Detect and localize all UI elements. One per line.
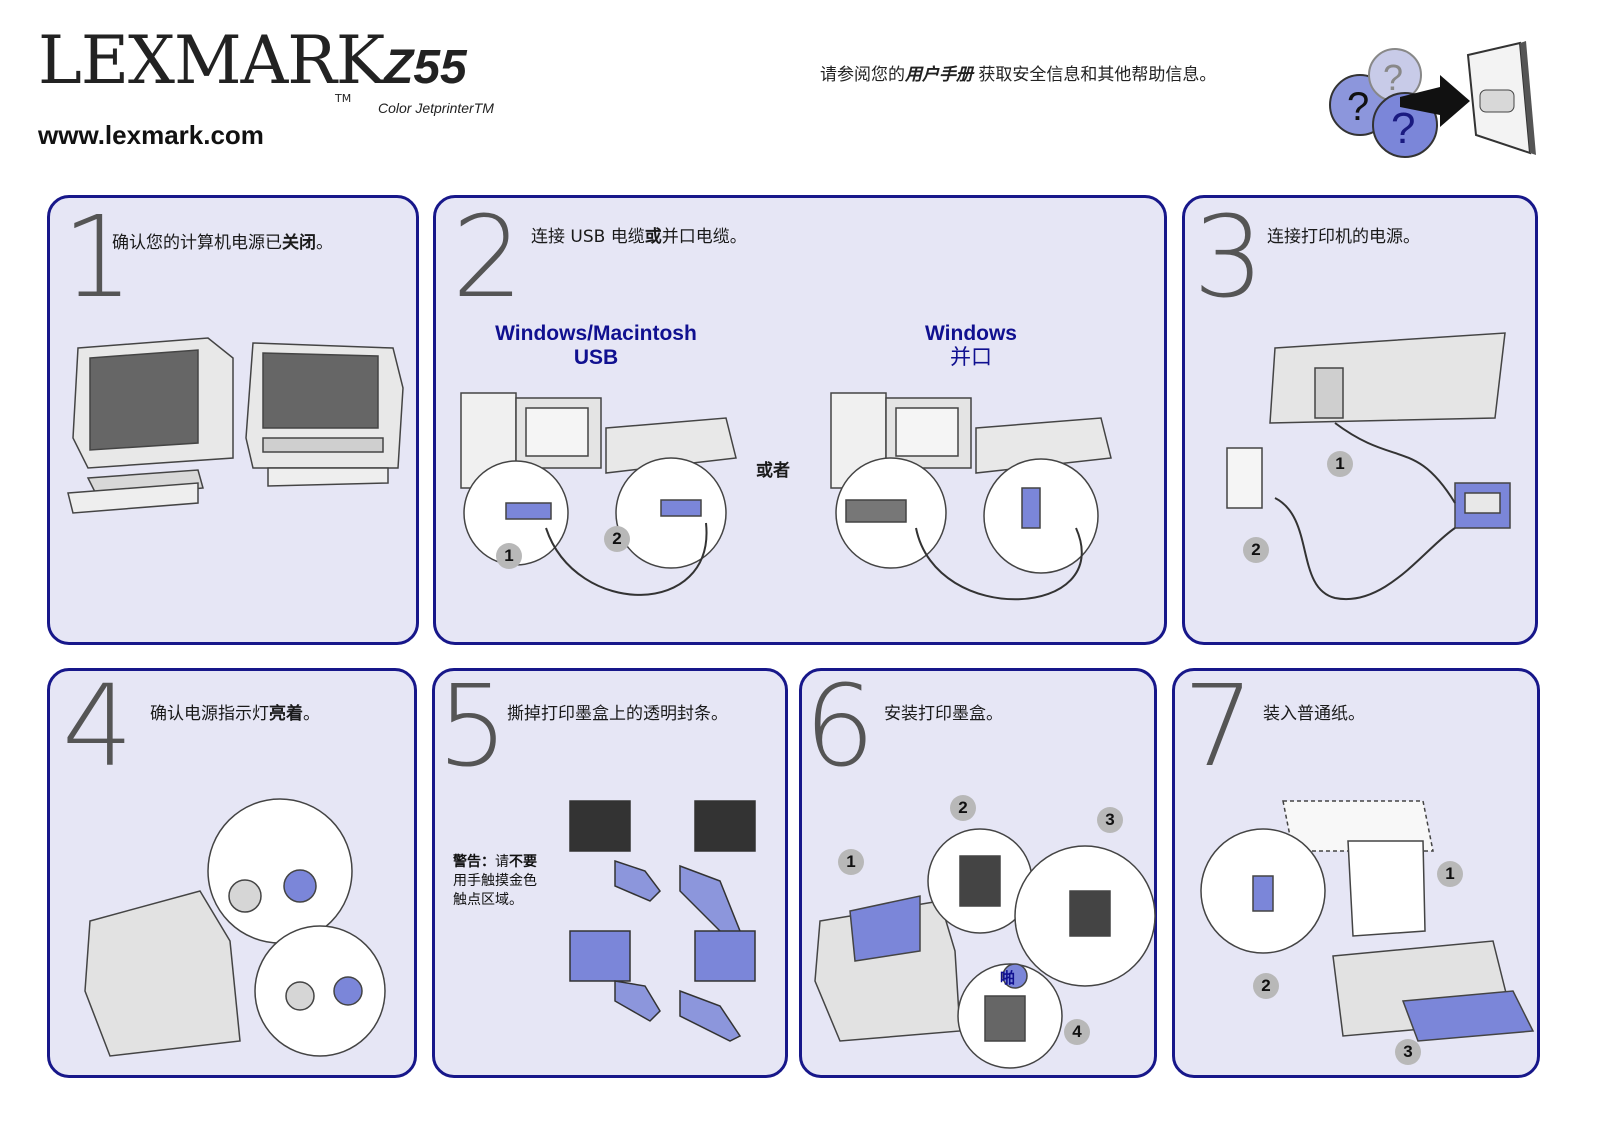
- callout-2: 2: [1253, 973, 1279, 999]
- step-2-panel: 2 连接 USB 电缆或并口电缆。 Windows/Macintosh USB …: [433, 195, 1167, 645]
- ink-cartridge-icon: [569, 800, 756, 1042]
- callout-2: 2: [604, 526, 630, 552]
- step-number: 4: [62, 662, 134, 792]
- step-instruction: 确认电源指示灯亮着。: [150, 699, 320, 724]
- step-number: 3: [1193, 193, 1265, 323]
- step-number: 6: [804, 662, 876, 792]
- instruction-end: 并口电缆。: [661, 227, 747, 247]
- power-adapter-icon: [1226, 332, 1511, 601]
- step-1-panel: 1 确认您的计算机电源已关闭。: [47, 195, 419, 645]
- callout-1: 1: [1327, 451, 1353, 477]
- instruction-text: 确认电源指示灯: [150, 704, 269, 724]
- brand-logo: LEXMARK: [38, 22, 385, 99]
- step-instruction: 连接打印机的电源。: [1267, 227, 1420, 247]
- callout-4: 4: [1064, 1019, 1090, 1045]
- step-instruction: 确认您的计算机电源已关闭。: [112, 228, 333, 253]
- step-number: 7: [1183, 662, 1255, 792]
- callout-1: 1: [496, 543, 522, 569]
- computer-monitor-icon: [67, 337, 404, 514]
- instruction-bold: 或: [644, 227, 662, 247]
- step-5-panel: 5 撕掉打印墨盒上的透明封条。 警告：请不要 用手触摸金色 触点区域。: [432, 668, 788, 1078]
- parallel-title: Windows 并口: [876, 322, 1066, 370]
- power-button-icon: [84, 798, 386, 1057]
- model-name: Z55: [384, 41, 467, 94]
- manual-note: 请参阅您的用户手册 获取安全信息和其他帮助信息。: [820, 60, 1216, 85]
- note-prefix: 请参阅您的: [820, 65, 905, 85]
- usb-title-line2: USB: [573, 346, 619, 370]
- step-instruction: 连接 USB 电缆或并口电缆。: [531, 222, 747, 247]
- product-subtitle: Color JetprinterTM: [378, 100, 494, 116]
- step-instruction: 装入普通纸。: [1263, 704, 1365, 724]
- warning-label: 警告：: [453, 854, 495, 870]
- instruction-text: 连接 USB 电缆: [531, 227, 645, 247]
- or-label: 或者: [756, 461, 790, 481]
- parallel-cable-icon: [830, 392, 1112, 601]
- parallel-title-line2: 并口: [950, 346, 992, 370]
- svg-text:?: ?: [1391, 104, 1415, 153]
- warning-note: 警告：请不要 用手触摸金色 触点区域。: [453, 853, 537, 910]
- callout-1: 1: [1437, 861, 1463, 887]
- instruction-text: 确认您的计算机电源已: [112, 233, 282, 253]
- instruction-end: 。: [316, 233, 333, 253]
- callout-2: 2: [950, 795, 976, 821]
- step-3-panel: 3 连接打印机的电源。 1 2: [1182, 195, 1538, 645]
- svg-text:?: ?: [1347, 85, 1369, 129]
- usb-title: Windows/Macintosh USB: [476, 322, 716, 370]
- svg-text:?: ?: [1383, 57, 1403, 98]
- paper-icon: [1200, 800, 1535, 1042]
- instruction-bold: 关闭: [282, 233, 316, 253]
- help-booklet-icon: ? ? ?: [1329, 41, 1536, 158]
- step-instruction: 安装打印墨盒。: [884, 704, 1003, 724]
- instruction-end: 。: [303, 704, 320, 724]
- warning-line-1: 警告：请不要: [453, 853, 537, 872]
- warning-line-3: 触点区域。: [453, 891, 523, 908]
- callout-1: 1: [838, 849, 864, 875]
- step-7-panel: 7 装入普通纸。 1 2 3: [1172, 668, 1540, 1078]
- step-6-panel: 6 安装打印墨盒。 啪 1 2 3 4: [799, 668, 1157, 1078]
- website-url[interactable]: www.lexmark.com: [38, 120, 264, 150]
- step-number: 2: [452, 193, 524, 323]
- snap-label: 啪: [1000, 969, 1016, 987]
- warning-bold: 不要: [509, 854, 537, 870]
- instruction-bold: 亮着: [269, 704, 303, 724]
- cartridge-install-icon: [814, 828, 1156, 1069]
- callout-2: 2: [1243, 537, 1269, 563]
- step-number: 1: [62, 193, 134, 323]
- step-number: 5: [437, 662, 509, 792]
- step-instruction: 撕掉打印墨盒上的透明封条。: [507, 704, 728, 724]
- usb-cable-icon: [460, 392, 737, 596]
- step-4-panel: 4 确认电源指示灯亮着。: [47, 668, 417, 1078]
- callout-3: 3: [1395, 1039, 1421, 1065]
- callout-3: 3: [1097, 807, 1123, 833]
- parallel-title-line1: Windows: [925, 322, 1017, 345]
- warning-text: 请: [495, 854, 509, 870]
- note-bold: 用户手册: [905, 65, 973, 85]
- usb-title-line1: Windows/Macintosh: [495, 322, 697, 345]
- warning-line-2: 用手触摸金色: [453, 872, 537, 889]
- note-suffix: 获取安全信息和其他帮助信息。: [978, 65, 1217, 85]
- trademark-mark: TM: [335, 92, 352, 105]
